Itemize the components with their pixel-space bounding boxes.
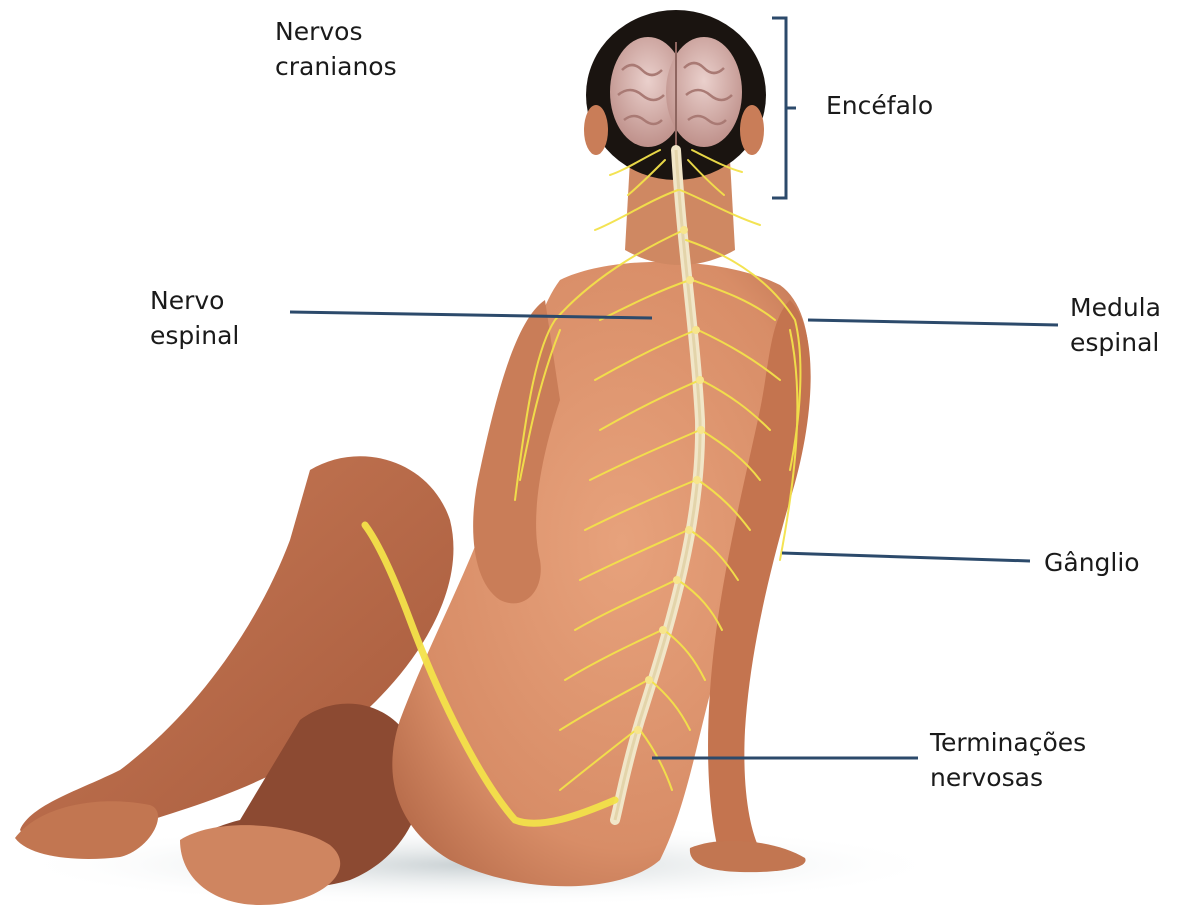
label-terminacoes-line2: nervosas [930, 760, 1086, 795]
label-medula-espinal: Medula espinal [1070, 290, 1161, 360]
label-terminacoes-nervosas: Terminações nervosas [930, 725, 1086, 795]
label-ganglio-text: Gânglio [1044, 545, 1140, 580]
label-nervos-cranianos-line2: cranianos [275, 49, 397, 84]
encefalo-bracket [772, 18, 796, 198]
ear-left [584, 105, 608, 155]
label-nervos-cranianos-line1: Nervos [275, 14, 397, 49]
label-terminacoes-line1: Terminações [930, 725, 1086, 760]
ear-right [740, 105, 764, 155]
label-nervo-espinal-line1: Nervo [150, 283, 239, 318]
ganglio-leader [782, 553, 1030, 561]
label-nervo-espinal: Nervo espinal [150, 283, 239, 353]
label-encefalo: Encéfalo [826, 88, 933, 123]
label-ganglio: Gânglio [1044, 545, 1140, 580]
medula-espinal-leader [808, 320, 1058, 325]
label-medula-espinal-line2: espinal [1070, 325, 1161, 360]
label-nervo-espinal-line2: espinal [150, 318, 239, 353]
label-medula-espinal-line1: Medula [1070, 290, 1161, 325]
label-encefalo-text: Encéfalo [826, 88, 933, 123]
label-nervos-cranianos: Nervos cranianos [275, 14, 397, 84]
